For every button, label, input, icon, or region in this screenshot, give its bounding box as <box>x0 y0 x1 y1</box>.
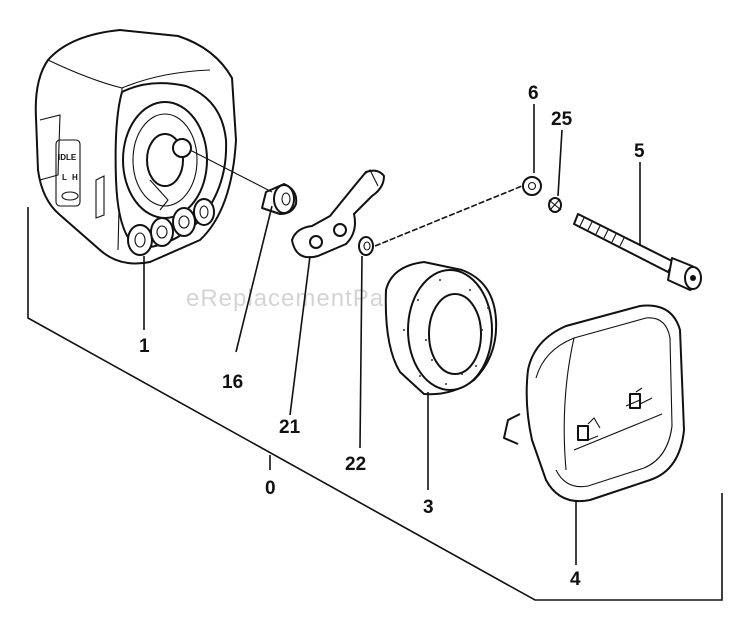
part-16-spacer <box>261 183 298 215</box>
callout-6: 6 <box>528 83 539 104</box>
callout-21: 21 <box>279 417 301 438</box>
part-22-washer <box>358 236 374 256</box>
part-21-lever <box>291 169 385 259</box>
part-3-filter <box>384 261 498 396</box>
axis-16 <box>189 149 273 193</box>
part-1-housing: IDLE L H <box>34 29 237 265</box>
idle-mark: IDLE <box>58 153 77 162</box>
leader-22 <box>359 255 363 449</box>
screw-axis <box>374 185 523 247</box>
callout-16: 16 <box>222 372 243 393</box>
assembly-bracket <box>27 207 723 601</box>
callout-5: 5 <box>634 141 645 162</box>
leader-21 <box>289 255 311 416</box>
callout-0: 0 <box>265 478 276 499</box>
leader-25 <box>557 129 563 197</box>
callout-4: 4 <box>570 569 581 590</box>
part-6-washer <box>522 176 542 196</box>
h-mark: H <box>72 173 78 182</box>
part-25-lockwasher <box>548 197 562 213</box>
callout-1: 1 <box>139 336 150 357</box>
callout-22: 22 <box>345 454 366 475</box>
part-5-bolt <box>573 213 702 291</box>
callout-25: 25 <box>551 109 573 130</box>
callout-3: 3 <box>423 497 434 518</box>
part-4-cover <box>503 304 685 502</box>
leader-16 <box>235 205 273 353</box>
l-mark: L <box>62 173 67 182</box>
callouts: 1 16 21 22 0 3 4 6 25 5 <box>139 83 645 590</box>
